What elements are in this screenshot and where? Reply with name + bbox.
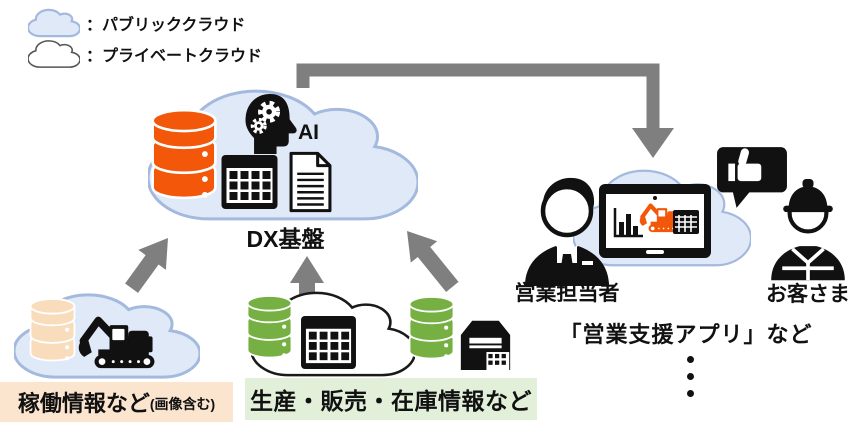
operation-note: (画像含む) [149, 395, 216, 412]
warehouse-icon [460, 320, 511, 371]
legend-private-label: ：プライベートクラウド [86, 48, 263, 65]
dx-table-icon [221, 155, 278, 209]
production-table-icon [301, 316, 356, 369]
tablet-home-bar [646, 250, 664, 254]
excavator-icon [70, 312, 164, 370]
operation-label: 稼働情報など [17, 391, 150, 416]
dx-platform-label: DX基盤 [246, 226, 325, 252]
vertical-ellipsis [687, 356, 694, 397]
ellipsis-dot [687, 390, 694, 397]
arrow-dx-to-sales [296, 63, 660, 132]
tablet-icon [599, 184, 711, 258]
arrow-production-to-dx [290, 256, 324, 314]
operation-banner: 稼働情報など(画像含む) [0, 382, 233, 422]
ai-head-gears-icon [240, 91, 300, 157]
tablet-camera-dot [653, 196, 657, 200]
ellipsis-dot [687, 356, 694, 363]
arrow-inventory-to-dx [407, 231, 459, 292]
ai-label: AI [298, 121, 319, 144]
inventory-database-icon [408, 295, 455, 360]
legend-public-label: ：パブリッククラウド [86, 17, 246, 34]
tablet-bar-chart-icon [613, 208, 643, 238]
production-label: 生産・販売・在庫情報など [250, 388, 532, 414]
sales-person-label: 営業担当者 [514, 282, 620, 305]
arrow-dx-to-sales-head [632, 128, 674, 158]
dx-database-icon [151, 108, 217, 200]
legend-public: ：パブリッククラウド [28, 8, 245, 38]
production-database-icon [246, 294, 293, 359]
public-cloud-icon [28, 9, 80, 37]
dx-document-icon [289, 151, 332, 213]
thumbs-up-bubble-icon [717, 147, 787, 208]
ellipsis-dot [687, 373, 694, 380]
production-banner: 生産・販売・在庫情報など [245, 378, 537, 420]
private-cloud-icon [28, 40, 80, 68]
sales-app-note: 「営業支援アプリ」など [559, 322, 813, 347]
customer-label: お客さま [766, 283, 850, 306]
arrow-operation-to-dx [125, 238, 168, 293]
tablet-table-icon [673, 210, 699, 234]
legend-private: ：プライベートクラウド [28, 39, 262, 69]
